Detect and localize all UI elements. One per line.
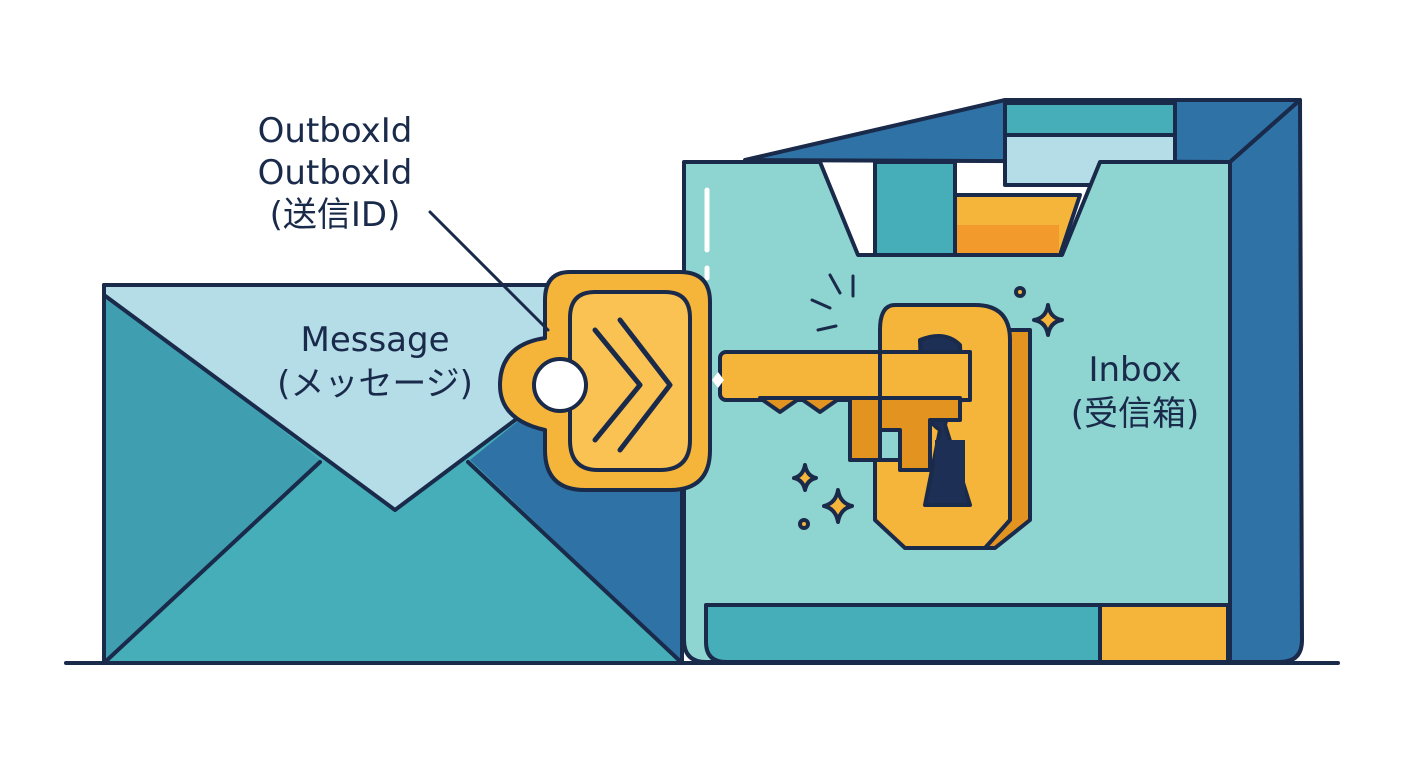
message-label-line1: Message <box>300 320 450 360</box>
keyhole-lock <box>873 303 1032 550</box>
sparkle-icon <box>792 273 1064 530</box>
envelope-left-panel <box>106 290 320 660</box>
inbox-label-line2: (受信箱) <box>1070 394 1200 434</box>
message-label-line2: (メッセージ) <box>277 364 473 404</box>
key-bit-inserted <box>878 396 962 472</box>
outbox-label-line1: OutboxId <box>257 111 413 151</box>
message-label: Message (メッセージ) <box>245 318 505 406</box>
outbox-pointer-line <box>428 210 550 332</box>
outbox-label-line3: (送信ID) <box>269 195 401 235</box>
outbox-label-line2: OutboxId <box>257 153 413 193</box>
key-ring-hole <box>532 357 588 413</box>
key-chevron-2 <box>617 317 673 453</box>
inbox-label-line1: Inbox <box>1088 350 1182 390</box>
folder-teal <box>873 160 957 264</box>
folder-orange-stripe <box>957 225 1059 253</box>
outbox-id-label: OutboxId OutboxId (送信ID) <box>200 110 470 236</box>
keyhole-slot <box>935 440 965 502</box>
inbox-label: Inbox (受信箱) <box>1040 348 1230 436</box>
key-shaft-inserted <box>878 350 972 402</box>
inbox-corner-yellow <box>1098 603 1230 664</box>
inbox-right-side <box>1226 98 1304 664</box>
key-chevron-1 <box>592 327 643 443</box>
key-shine <box>712 372 724 388</box>
key-bow-inner <box>568 290 692 472</box>
